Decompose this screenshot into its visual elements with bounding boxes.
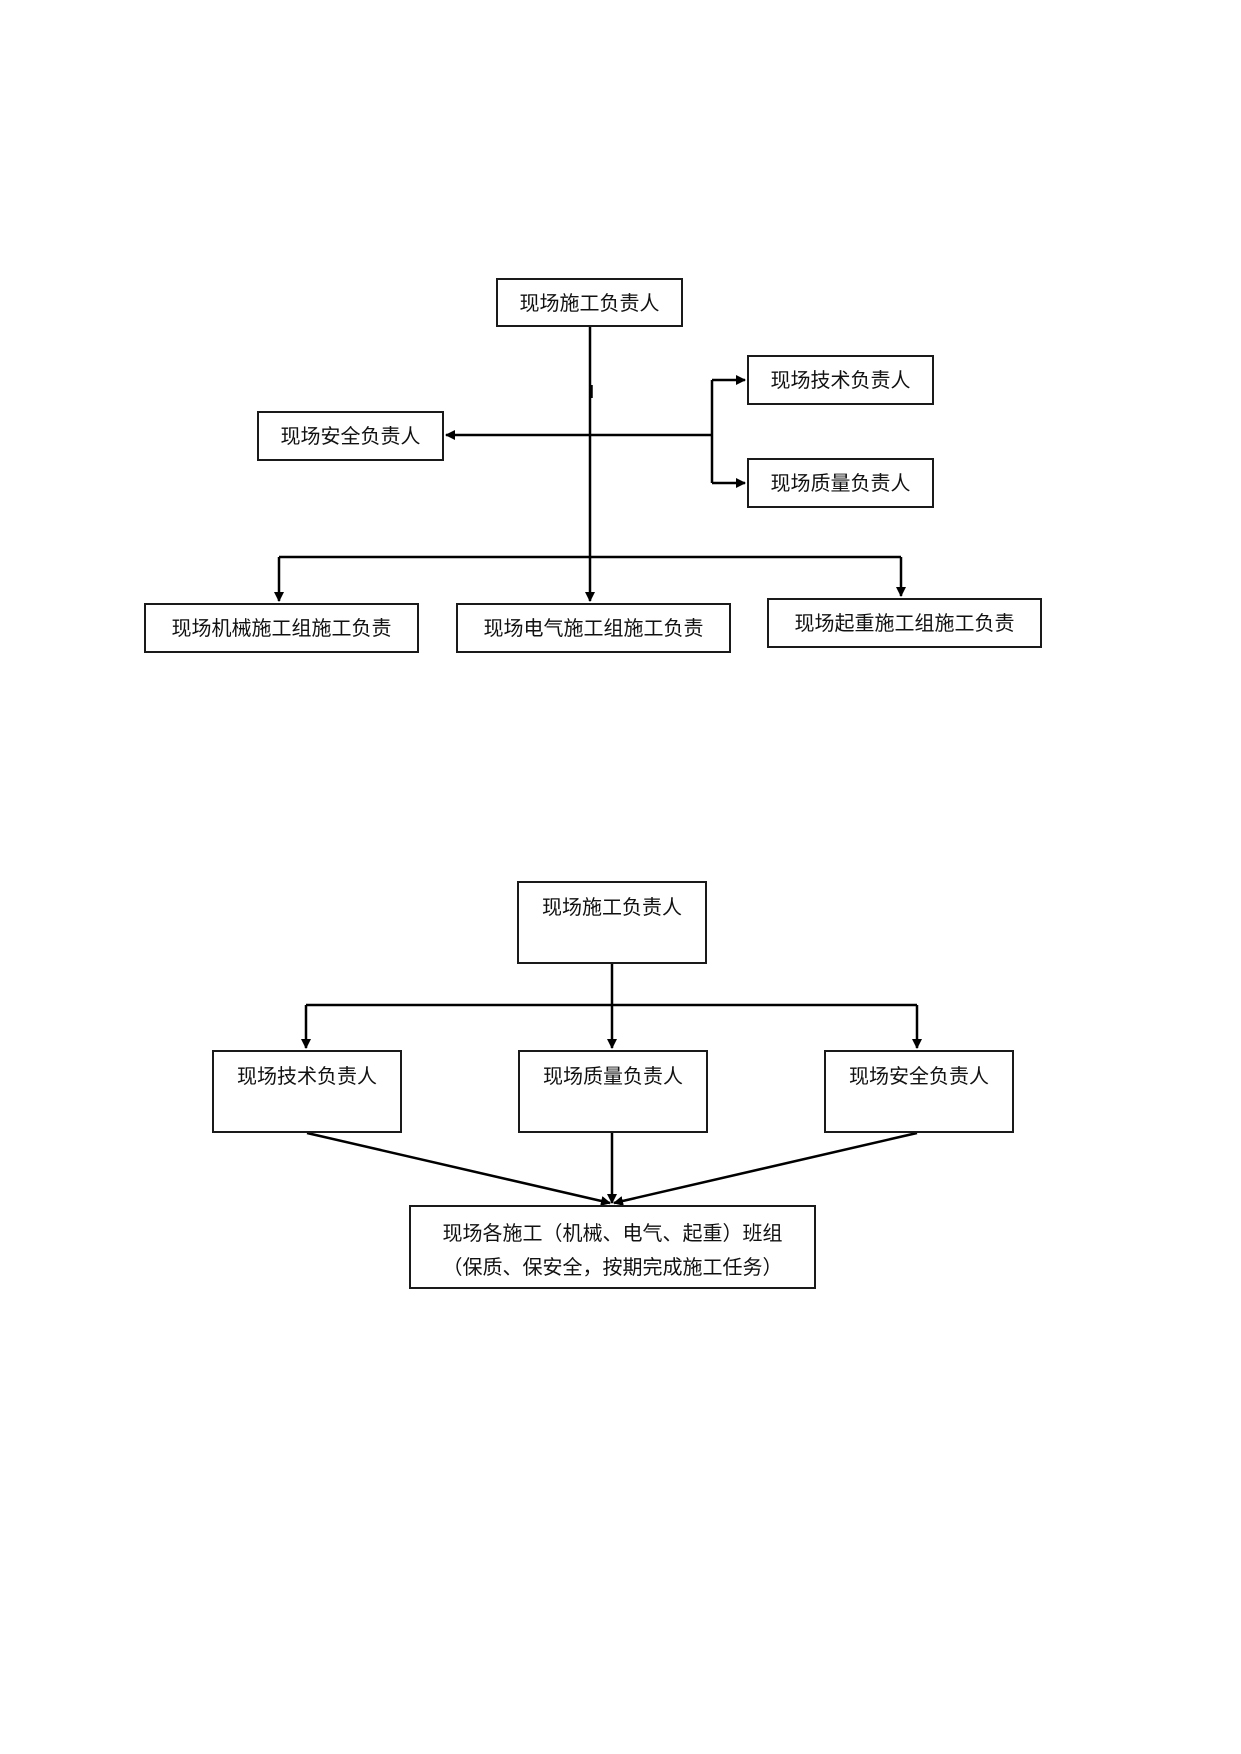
c1-site-construction-lead-box: 现场施工负责人: [496, 278, 683, 327]
c1-lifting-group-label: 现场起重施工组施工负责: [794, 611, 1015, 635]
c2-construction-crews-box: 现场各施工（机械、电气、起重）班组 （保质、保安全，按期完成施工任务）: [409, 1205, 816, 1289]
c2-site-construction-lead-label: 现场施工负责人: [542, 895, 682, 919]
c1-site-quality-lead-label: 现场质量负责人: [770, 471, 911, 495]
c2-site-quality-lead-label: 现场质量负责人: [543, 1064, 683, 1088]
c1-lifting-group-box: 现场起重施工组施工负责: [767, 598, 1042, 648]
chart-1-connectors: [274, 327, 906, 602]
c1-site-safety-lead-label: 现场安全负责人: [280, 424, 421, 448]
c1-mechanical-group-label: 现场机械施工组施工负责: [171, 616, 392, 640]
c2-site-safety-lead-label: 现场安全负责人: [849, 1064, 989, 1088]
c1-mechanical-group-box: 现场机械施工组施工负责: [144, 603, 419, 653]
c1-site-technical-lead-label: 现场技术负责人: [770, 368, 911, 392]
c2-safety-to-crews-arrow: [613, 1131, 918, 1206]
c2-site-quality-lead-box: 现场质量负责人: [518, 1050, 708, 1133]
c2-construction-crews-label: 现场各施工（机械、电气、起重）班组: [442, 1221, 783, 1245]
c1-site-safety-lead-box: 现场安全负责人: [257, 411, 444, 461]
chart-2-connectors: [301, 964, 922, 1206]
c2-construction-crews-duties: （保质、保安全，按期完成施工任务）: [442, 1255, 783, 1279]
c2-site-construction-lead-box: 现场施工负责人: [517, 881, 707, 964]
c1-electrical-group-box: 现场电气施工组施工负责: [456, 603, 731, 653]
c2-site-technical-lead-label: 现场技术负责人: [237, 1064, 377, 1088]
c1-site-quality-lead-box: 现场质量负责人: [747, 458, 934, 508]
c2-site-safety-lead-box: 现场安全负责人: [824, 1050, 1014, 1133]
c2-tech-to-crews-arrow: [306, 1131, 611, 1206]
c2-site-technical-lead-box: 现场技术负责人: [212, 1050, 402, 1133]
c1-site-construction-lead-label: 现场施工负责人: [519, 290, 660, 315]
c1-site-technical-lead-box: 现场技术负责人: [747, 355, 934, 405]
c1-electrical-group-label: 现场电气施工组施工负责: [483, 616, 704, 640]
